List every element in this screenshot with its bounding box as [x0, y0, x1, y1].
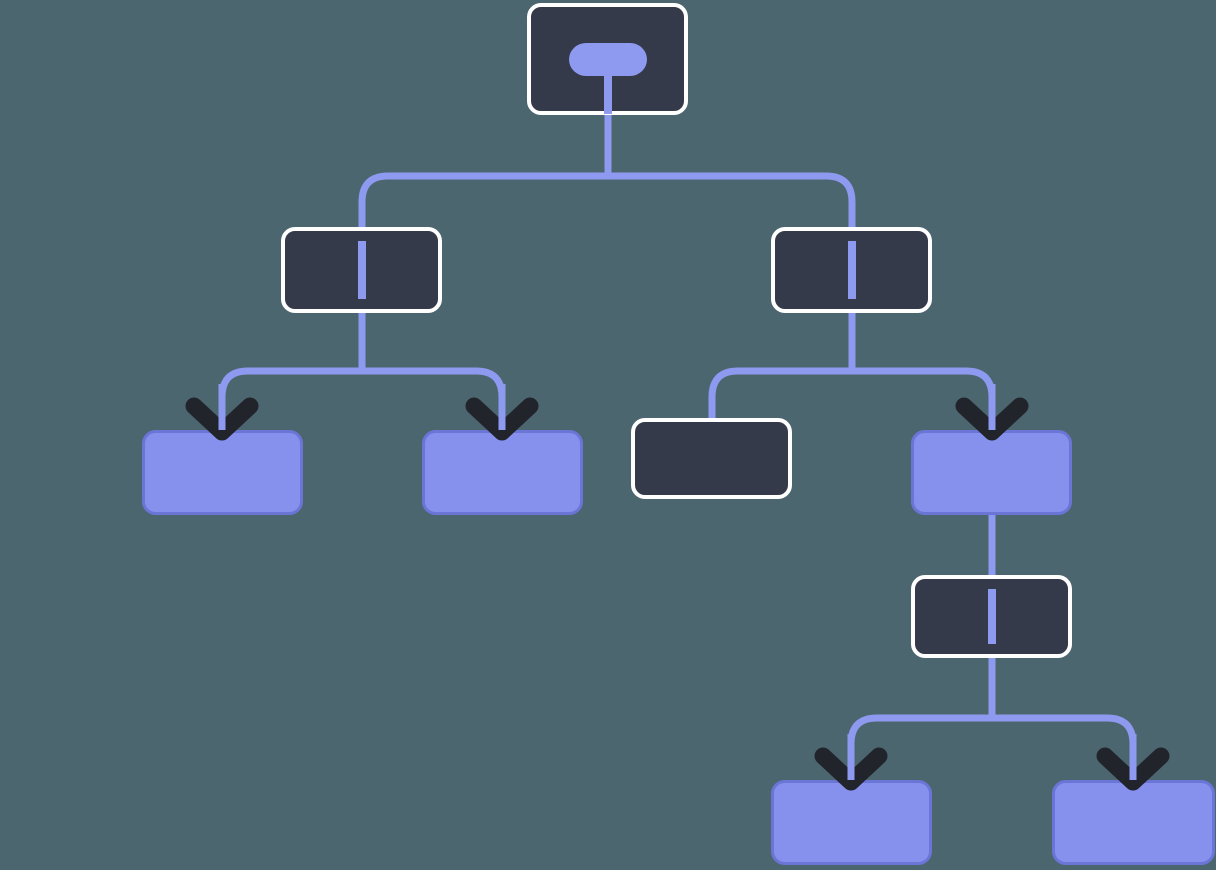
level4-leaf-b-box[interactable] — [1052, 780, 1215, 865]
level3-dark-node-passthrough-bar-icon — [988, 589, 996, 644]
level4-leaf-a-box[interactable] — [771, 780, 932, 865]
level2-leaf-a[interactable] — [142, 430, 303, 515]
level2-accent-branch-box[interactable] — [911, 430, 1072, 515]
level1-left-node-passthrough-bar-icon — [358, 241, 366, 299]
nodes-layer — [142, 3, 1215, 865]
edge-level1-right-to-dark-leaf[interactable] — [708, 299, 856, 418]
level2-dark-leaf[interactable] — [631, 418, 792, 499]
overlay-layer — [185, 43, 1170, 791]
edge-root-to-level1-left[interactable] — [358, 172, 608, 241]
arrowhead-icon — [1096, 747, 1170, 791]
level2-dark-leaf-box[interactable] — [631, 418, 792, 499]
arrowhead-icon — [465, 397, 539, 441]
level2-leaf-b[interactable] — [422, 430, 583, 515]
edge-root-to-level1-right[interactable] — [608, 172, 856, 241]
arrowhead-icon — [955, 397, 1029, 441]
arrowhead-icon — [185, 397, 259, 441]
root-stem-glyph-icon — [604, 76, 612, 114]
level4-leaf-a[interactable] — [771, 780, 932, 865]
level2-leaf-a-box[interactable] — [142, 430, 303, 515]
root-pill-glyph-icon — [569, 43, 647, 76]
arrowhead-icon — [814, 747, 888, 791]
level2-accent-branch[interactable] — [911, 430, 1072, 515]
level4-leaf-b[interactable] — [1052, 780, 1215, 865]
level2-leaf-b-box[interactable] — [422, 430, 583, 515]
level1-right-node-passthrough-bar-icon — [848, 241, 856, 299]
